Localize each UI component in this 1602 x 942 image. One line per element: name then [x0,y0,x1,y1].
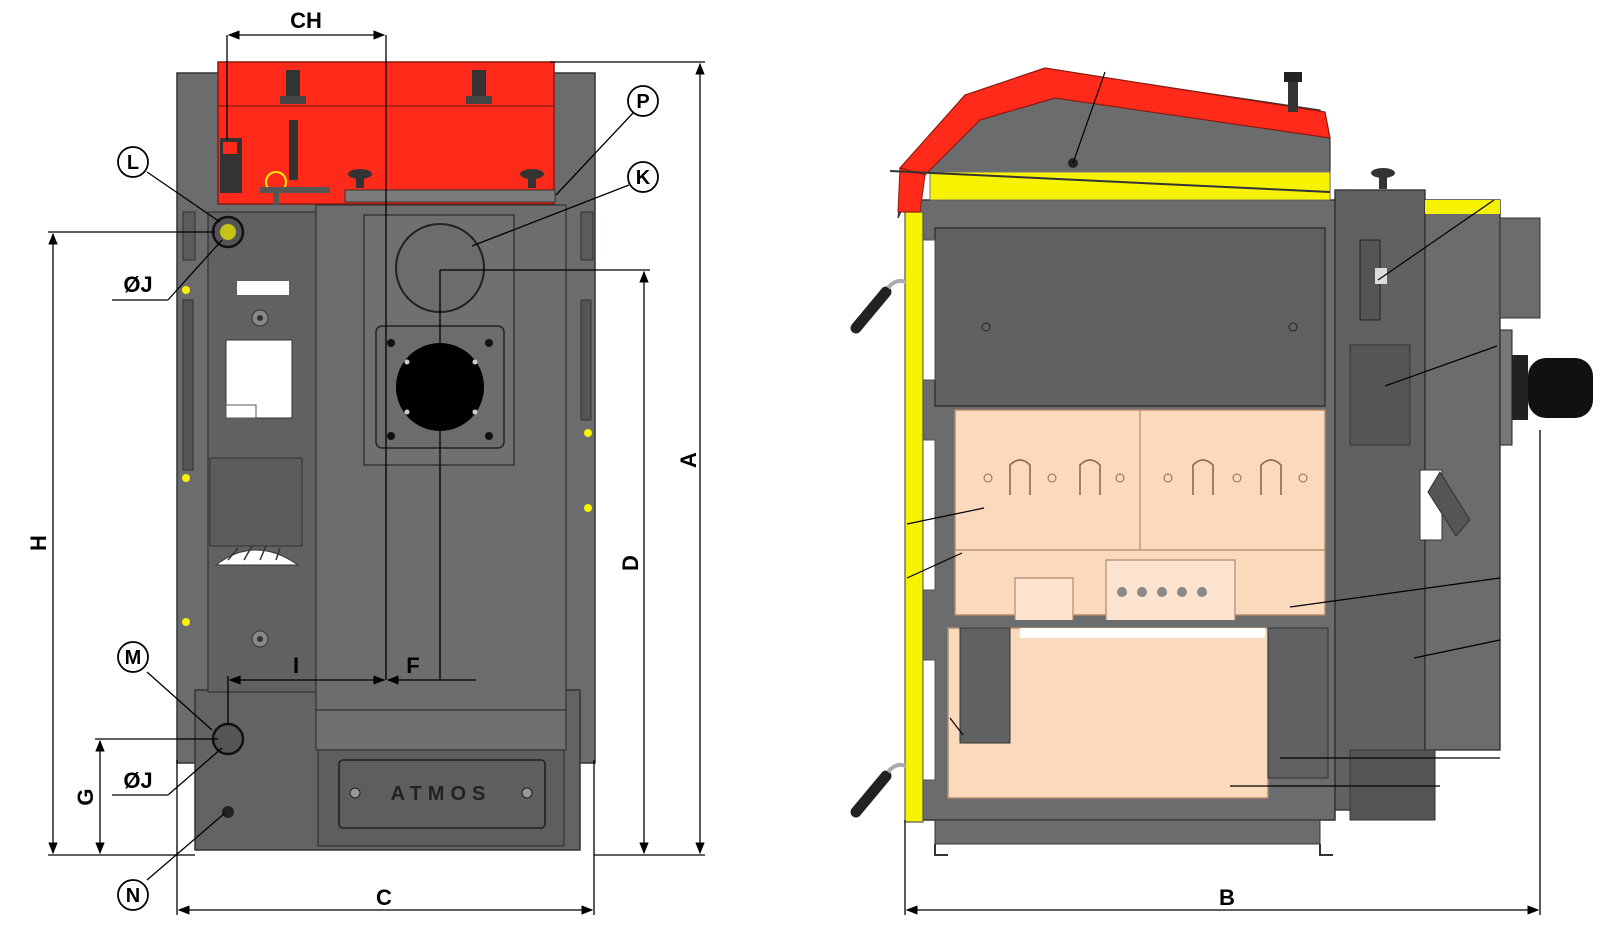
callout-p: P [627,85,659,117]
callout-m: M [117,641,149,673]
callout-k: K [627,161,659,193]
side-view [850,67,1593,856]
brand-plate [338,759,546,829]
callout-n: N [117,879,149,911]
flue-fan [1512,355,1528,420]
label-plate [237,281,289,295]
dim-f: F [406,653,419,678]
fuel-chamber [934,227,1326,407]
brand-text: ATMOS [391,783,492,805]
dim-g: G [73,788,98,805]
drain-valve [222,806,234,818]
dim-b: B [1219,885,1235,910]
top-handle-left [286,70,300,100]
front-dimensions [48,30,705,915]
callout-l: L [117,146,149,178]
lever [289,120,298,180]
dim-a: A [676,452,701,468]
fan-box [209,457,303,547]
side-red-top [898,67,1331,176]
dim-h: H [26,535,51,551]
dim-ch: CH [290,8,322,33]
top-handle-right [472,70,486,100]
dim-j-top: ØJ [123,272,152,297]
upper-handle [850,286,892,334]
front-labels: CH A H D G C I F ØJ ØJ L P K M N [26,8,701,911]
side-leaders [906,71,1501,787]
dim-i: I [293,653,299,678]
svg-text:P: P [636,91,649,113]
svg-text:N: N [126,885,140,907]
side-dimensions [904,430,1541,915]
svg-text:K: K [636,167,651,189]
svg-text:L: L [127,152,139,174]
dim-d: D [618,555,643,571]
yellow-door-frame [904,211,924,823]
fan-grille [214,549,300,566]
dim-j-bottom: ØJ [123,768,152,793]
svg-text:M: M [125,647,142,669]
lower-handle [850,770,892,818]
dim-c: C [376,885,392,910]
